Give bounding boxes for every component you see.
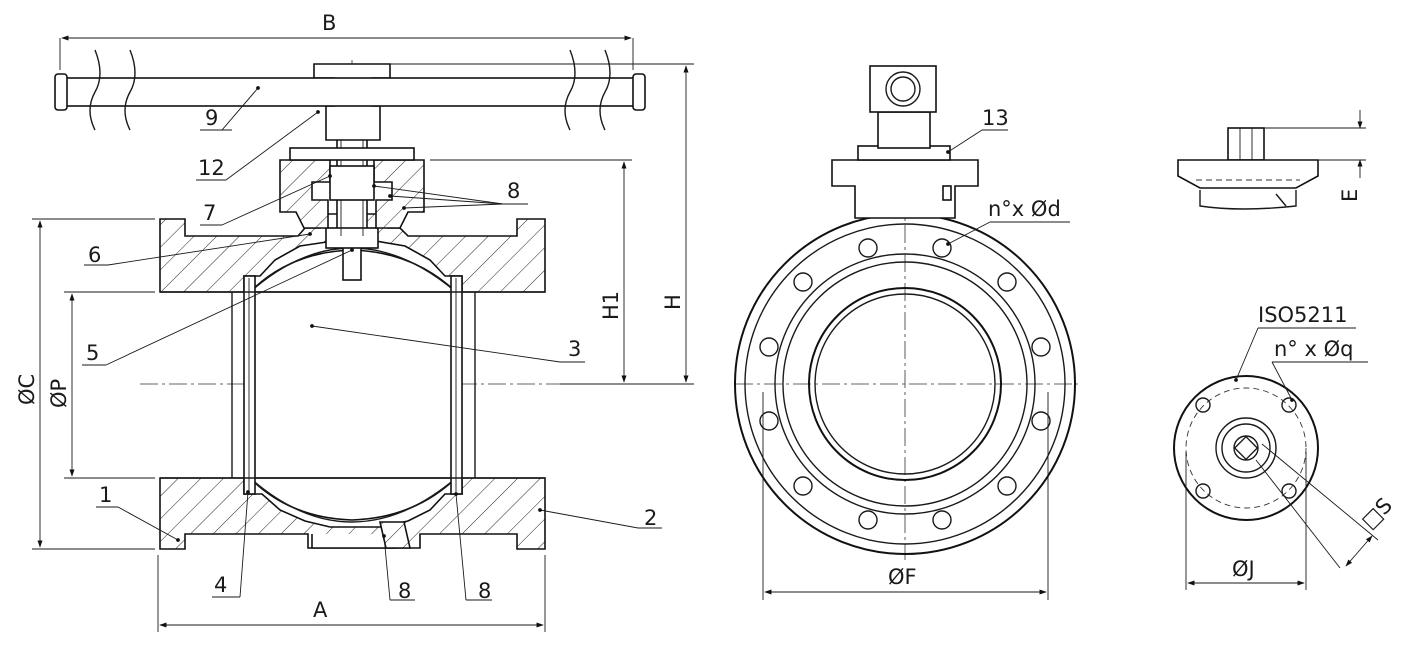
dim-label-h: H <box>661 294 685 310</box>
iso-flange-outer <box>1173 375 1319 521</box>
iso-flange-view: ISO5211 n° x Øq ØJ □S <box>1173 303 1397 590</box>
dim-label-h1: H1 <box>599 291 623 320</box>
seat-right <box>450 275 463 495</box>
part-label-9: 9 <box>205 106 218 130</box>
part-callouts: 9 12 7 6 5 3 8 1 2 <box>82 86 662 603</box>
seat-left <box>243 275 256 495</box>
bore-circle <box>808 287 1002 481</box>
part-label-12: 12 <box>198 156 225 180</box>
holes-q-label: n° x Øq <box>1274 337 1353 361</box>
handle-lever <box>64 77 636 107</box>
top-mount-plate <box>831 159 979 219</box>
part-label-8-bottom: 8 <box>398 579 411 603</box>
part-label-5: 5 <box>86 341 99 365</box>
part-label-4: 4 <box>214 573 227 597</box>
part-label-7: 7 <box>203 201 216 225</box>
gland-packing <box>279 159 331 229</box>
dim-label-p: ØP <box>47 379 71 408</box>
holes-d-label: n°x Ød <box>988 197 1061 221</box>
dim-label-f: ØF <box>888 565 917 589</box>
part-label-13: 13 <box>982 106 1009 130</box>
part-label-8-top: 8 <box>507 179 520 203</box>
iso-label: ISO5211 <box>1258 303 1348 327</box>
dim-label-c: ØC <box>15 374 39 405</box>
stem-head <box>869 65 937 113</box>
dim-label-j: ØJ <box>1232 557 1255 581</box>
dim-label-a: A <box>313 598 328 622</box>
dim-label-e: E <box>1338 189 1362 202</box>
top-flange-detail: E <box>1177 110 1366 210</box>
side-section-view <box>54 49 646 550</box>
dim-label-b: B <box>322 11 336 35</box>
part-label-6: 6 <box>88 243 101 267</box>
part-label-8-right: 8 <box>478 579 491 603</box>
part-label-2: 2 <box>644 506 657 530</box>
part-label-3: 3 <box>568 337 581 361</box>
part-label-1: 1 <box>99 483 112 507</box>
bolt-holes <box>759 238 1051 530</box>
front-view <box>734 65 1078 560</box>
side-dimensions: B A H H1 ØC ØP <box>15 11 694 632</box>
front-dimensions: ØF n°x Ød 13 <box>762 106 1070 600</box>
